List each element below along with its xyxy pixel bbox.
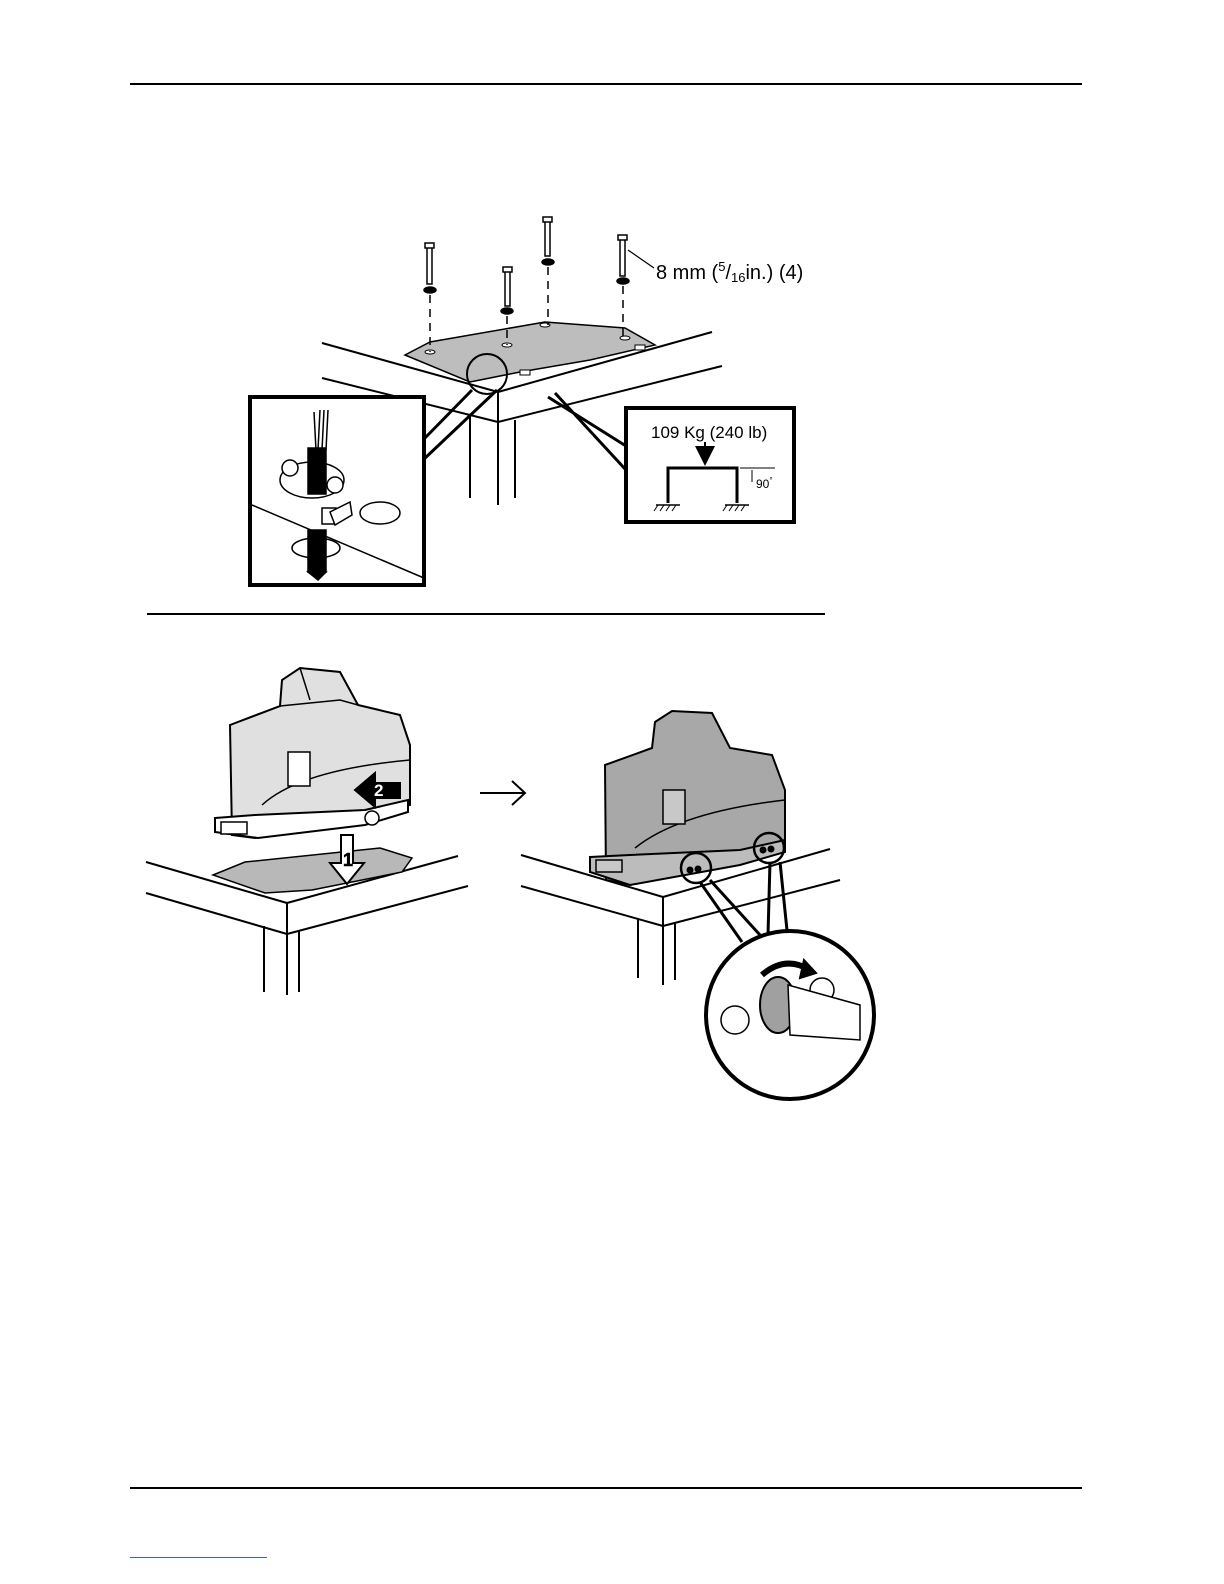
detail-callout-pointer [423, 390, 497, 460]
device-installed-figure [521, 711, 874, 1099]
table-edge [146, 893, 287, 934]
printer-device-knob [365, 811, 379, 825]
table-edge [663, 880, 840, 926]
plate-tab [520, 370, 530, 375]
table-edge [521, 886, 663, 926]
load-callout-pointer [548, 393, 626, 470]
printer-device-panel [663, 790, 685, 824]
plate-hole [620, 336, 630, 340]
mounting-bolt [542, 217, 554, 325]
load-rating-label: 109 Kg (240 lb) [651, 423, 767, 442]
bolt-size-label: 8 mm (5/16in.) (4) [656, 259, 803, 285]
mounting-bolt [424, 243, 436, 352]
step-1-number: 1 [343, 850, 353, 870]
plate-tab [635, 345, 645, 350]
device-placement-figure [146, 668, 468, 995]
mounting-plate [213, 848, 412, 893]
bolt-leader-line [628, 250, 654, 268]
fastener-washer [721, 1006, 749, 1034]
step-2-number: 2 [374, 781, 383, 800]
mounting-bolt [617, 235, 629, 338]
printer-device-slot [221, 822, 247, 834]
printer-device-slot [596, 860, 622, 872]
printer-device-panel [288, 752, 310, 786]
table-edge [287, 886, 468, 934]
transition-arrow [480, 781, 525, 805]
